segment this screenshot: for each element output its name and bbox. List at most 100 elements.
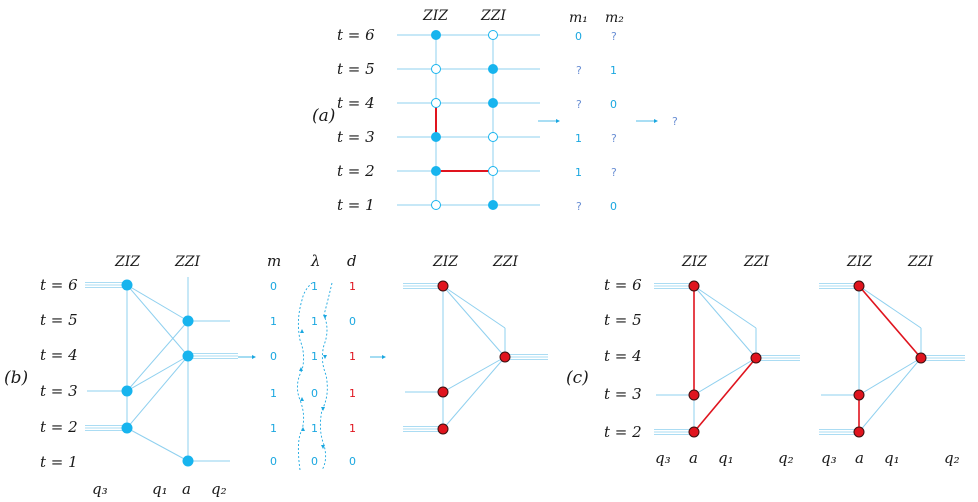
panel-b-col-lambda: λ: [310, 252, 321, 270]
panel-a-label: (a): [312, 106, 335, 126]
a-m1-t5: ?: [576, 64, 582, 77]
b-d-t1: 0: [349, 455, 356, 468]
b-d-t3: 1: [349, 387, 356, 400]
a-node-zzi-5: [488, 200, 498, 210]
panel-c-left-gate-zzi: ZZI: [743, 254, 769, 270]
b-m-t1: 0: [270, 455, 277, 468]
panel-a-m2-values: ? 1 0 ? ? 0: [610, 30, 617, 213]
b-m-t5: 1: [270, 315, 277, 328]
panel-c-left-qubit-labels: q₃ a q₁ q₂: [655, 449, 794, 467]
c-right-graph-diag-df: [858, 357, 922, 433]
c-left-graph-red-df: [693, 357, 757, 433]
panel-c-time-5: t = 5: [604, 311, 642, 329]
a-m1-t3: 1: [575, 132, 582, 145]
b-node-4: [182, 350, 194, 362]
b-d-t5: 0: [349, 315, 356, 328]
panel-b-lambda-values: 1 1 1 0 1 0: [311, 280, 318, 468]
panel-a-time-6: t = 6: [337, 26, 375, 44]
b-node-0: [121, 279, 133, 291]
panel-c-left-qubit-a: a: [689, 449, 698, 467]
a-m1-t4: ?: [576, 98, 582, 111]
b-lambda-arrowhead-up-2: [299, 367, 303, 371]
b-lambda-arrowhead-up-0: [301, 427, 305, 431]
panel-a-time-2: t = 2: [337, 162, 375, 180]
b-lambda-arrowhead-down-3: [321, 445, 325, 449]
panel-c-time-2: t = 2: [604, 423, 642, 441]
a-node-ziz-0: [431, 30, 441, 40]
a-node-ziz-2: [431, 98, 441, 108]
panel-c-label: (c): [566, 368, 589, 388]
a-m2-t6: ?: [611, 30, 617, 43]
b-m-t4: 0: [270, 350, 277, 363]
b-lambda-arrowhead-down-2: [321, 407, 325, 411]
b-edge-diag-0: [126, 284, 189, 322]
panel-c-right-qubit-labels: q₃ a q₁ q₂: [821, 449, 960, 467]
a-node-zzi-1: [488, 64, 498, 74]
a-m1-t1: ?: [576, 200, 582, 213]
b-m-t6: 0: [270, 280, 277, 293]
panel-b-time-2: t = 2: [40, 418, 78, 436]
a-m2-t4: 0: [610, 98, 617, 111]
a-m2-t3: ?: [611, 132, 617, 145]
b-node-2: [121, 422, 133, 434]
br-node-2: [437, 423, 449, 435]
c-right-graph-node-1: [853, 389, 865, 401]
a-m1-t2: 1: [575, 166, 582, 179]
panel-b-lambda-arrows: [297, 282, 333, 471]
b-lambda-t6: 1: [311, 280, 318, 293]
panel-b-syndrome-graph: [403, 280, 548, 435]
panel-c-left-qubit-q3: q₃: [655, 449, 671, 467]
b-d-t6: 1: [349, 280, 356, 293]
a-node-ziz-4: [431, 166, 441, 176]
panel-c-left-qubit-q2: q₂: [778, 449, 794, 467]
panel-c-time-4: t = 4: [604, 347, 642, 365]
b-m-t2: 1: [270, 422, 277, 435]
a-m2-t5: 1: [610, 64, 617, 77]
c-right-graph-node-3: [915, 352, 927, 364]
a-m2-t2: ?: [611, 166, 617, 179]
panel-b-time-4: t = 4: [40, 346, 78, 364]
panel-b-time-6: t = 6: [40, 276, 78, 294]
panel-c-time-6: t = 6: [604, 276, 642, 294]
panel-c-right-qubit-q3: q₃: [821, 449, 837, 467]
br-edge-diag-0: [442, 285, 506, 358]
b-m-t3: 1: [270, 387, 277, 400]
c-left-graph-node-2: [688, 426, 700, 438]
a-node-ziz-1: [431, 64, 441, 74]
b-d-t2: 1: [349, 422, 356, 435]
b-node-1: [121, 385, 133, 397]
panel-c-left-qubit-q1: q₁: [718, 449, 734, 467]
panel-a-m1-values: 0 ? ? 1 1 ?: [575, 30, 582, 213]
b-lambda-dashed-up: [297, 282, 313, 471]
a-m1-t6: 0: [575, 30, 582, 43]
br-node-3: [499, 351, 511, 363]
c-left-graph-node-3: [750, 352, 762, 364]
panel-c-time-3: t = 3: [604, 385, 642, 403]
c-left-graph-diag-up: [693, 285, 757, 329]
a-node-ziz-5: [431, 200, 441, 210]
c-right-graph-node-2: [853, 426, 865, 438]
panel-b-gate-ziz: ZIZ: [114, 254, 140, 270]
panel-b-right-gate-zzi: ZZI: [492, 254, 518, 270]
panel-c-time-labels: t = 6 t = 5 t = 4 t = 3 t = 2: [604, 276, 642, 441]
panel-b-arrow-2: [370, 355, 386, 359]
b-lambda-t2: 1: [311, 422, 318, 435]
panel-b-qubit-a: a: [182, 480, 191, 498]
panel-c-right-qubit-q2: q₂: [944, 449, 960, 467]
b-edge-diag-4: [126, 320, 189, 392]
panel-b-qubit-q2: q₂: [211, 480, 227, 498]
panel-a-time-3: t = 3: [337, 128, 375, 146]
a-node-zzi-4: [488, 166, 498, 176]
panel-b-time-3: t = 3: [40, 382, 78, 400]
panel-b-qubit-labels: q₃ q₁ a q₂: [92, 480, 227, 498]
b-lambda-arrowhead-down-0: [323, 315, 327, 319]
panel-b-right-gate-ziz: ZIZ: [432, 254, 458, 270]
b-lambda-arrowhead-up-3: [300, 329, 304, 333]
b-lambda-t1: 0: [311, 455, 318, 468]
b-lambda-t4: 1: [311, 350, 318, 363]
panel-a-arrow-2: [636, 119, 658, 123]
panel-b-graph: [85, 277, 238, 467]
panel-a-gate-ziz: ZIZ: [422, 8, 448, 24]
panel-c-right-qubit-a: a: [855, 449, 864, 467]
b-d-t4: 1: [349, 350, 356, 363]
